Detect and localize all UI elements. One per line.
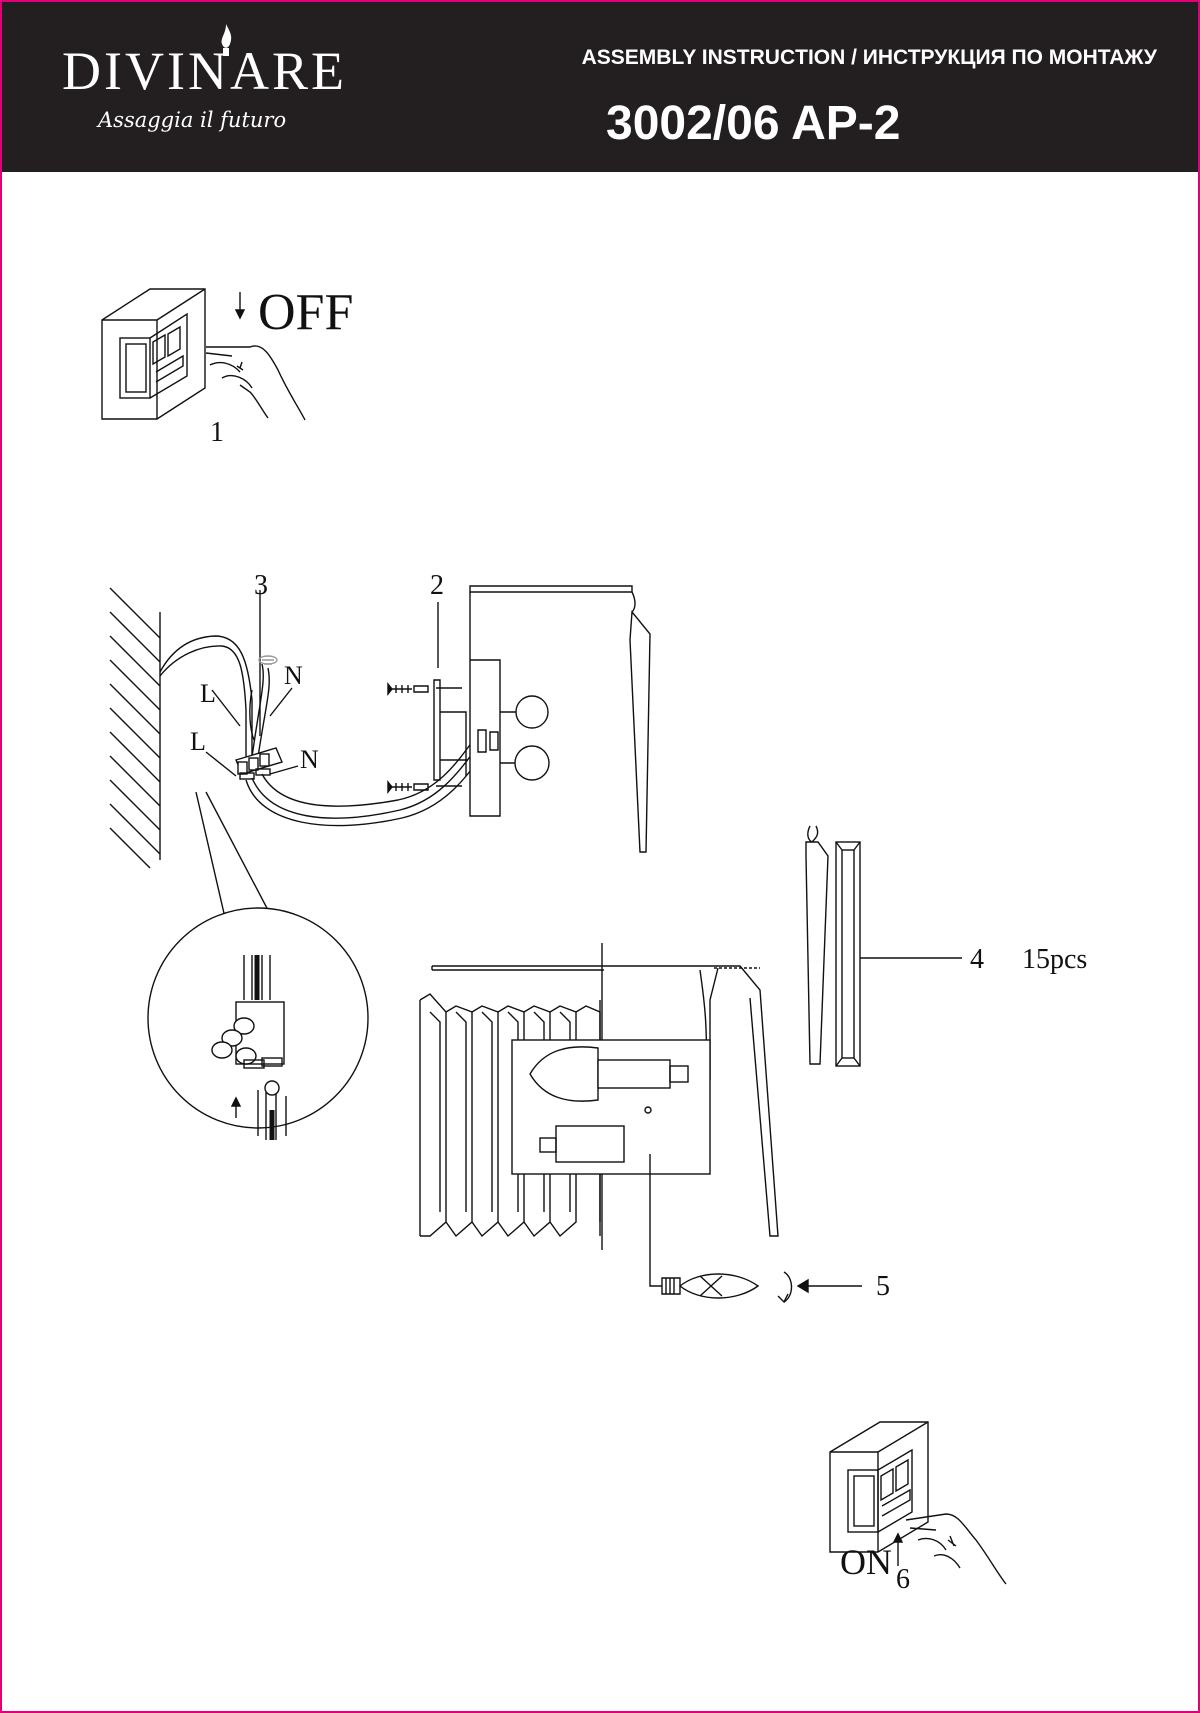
step1-hand-icon bbox=[205, 345, 306, 421]
neutral-label-bottom: N bbox=[300, 745, 319, 774]
step6-number: 6 bbox=[896, 1564, 910, 1595]
step5-number: 5 bbox=[876, 1271, 890, 1302]
supply-cable bbox=[159, 635, 270, 760]
step3-number: 3 bbox=[254, 570, 268, 601]
step1-number: 1 bbox=[210, 417, 224, 448]
terminal-block bbox=[235, 747, 283, 780]
mounting-bracket bbox=[433, 679, 468, 781]
wire-pointer-arrows bbox=[205, 687, 299, 777]
step6-hand-icon bbox=[905, 1513, 1007, 1585]
step4-quantity: 15pcs bbox=[1022, 944, 1087, 975]
live-label-top: L bbox=[200, 679, 216, 708]
step2-number: 2 bbox=[430, 570, 444, 601]
bulb-lead-line bbox=[649, 1154, 662, 1287]
neutral-label-top: N bbox=[284, 661, 303, 690]
earth-symbol-icon bbox=[258, 655, 278, 665]
wall-hatching bbox=[109, 587, 161, 869]
step6-switch-illustration bbox=[829, 1421, 929, 1553]
rotate-arrow-icon bbox=[777, 1271, 793, 1304]
model-number: 3002/06 AP-2 bbox=[606, 97, 901, 150]
step1-off-label: OFF bbox=[258, 284, 353, 341]
assembled-lamp-front bbox=[419, 943, 779, 1250]
document-title: ASSEMBLY INSTRUCTION / ИНСТРУКЦИЯ ПО МОН… bbox=[581, 46, 1157, 69]
flame-logo-icon bbox=[221, 24, 232, 56]
brand-tagline: Assaggia il futuro bbox=[98, 108, 287, 132]
header-divider bbox=[18, 170, 1182, 171]
terminal-zoom-detail bbox=[211, 955, 287, 1140]
step4-number: 4 bbox=[970, 944, 984, 975]
live-label-bottom: L bbox=[190, 727, 206, 756]
brand-logo: DIVINARE bbox=[62, 41, 347, 101]
wall-lamp-side-view bbox=[469, 585, 651, 853]
lamp-cable bbox=[245, 741, 485, 827]
bulb-icon bbox=[661, 1273, 760, 1299]
step6-on-label: ON bbox=[840, 1542, 892, 1582]
header-bar bbox=[2, 2, 1198, 172]
step1-switch-illustration bbox=[101, 288, 206, 420]
crystal-pendant-single bbox=[805, 825, 829, 1065]
mounting-screws bbox=[387, 682, 462, 794]
crystal-pendant-front bbox=[835, 841, 861, 1067]
